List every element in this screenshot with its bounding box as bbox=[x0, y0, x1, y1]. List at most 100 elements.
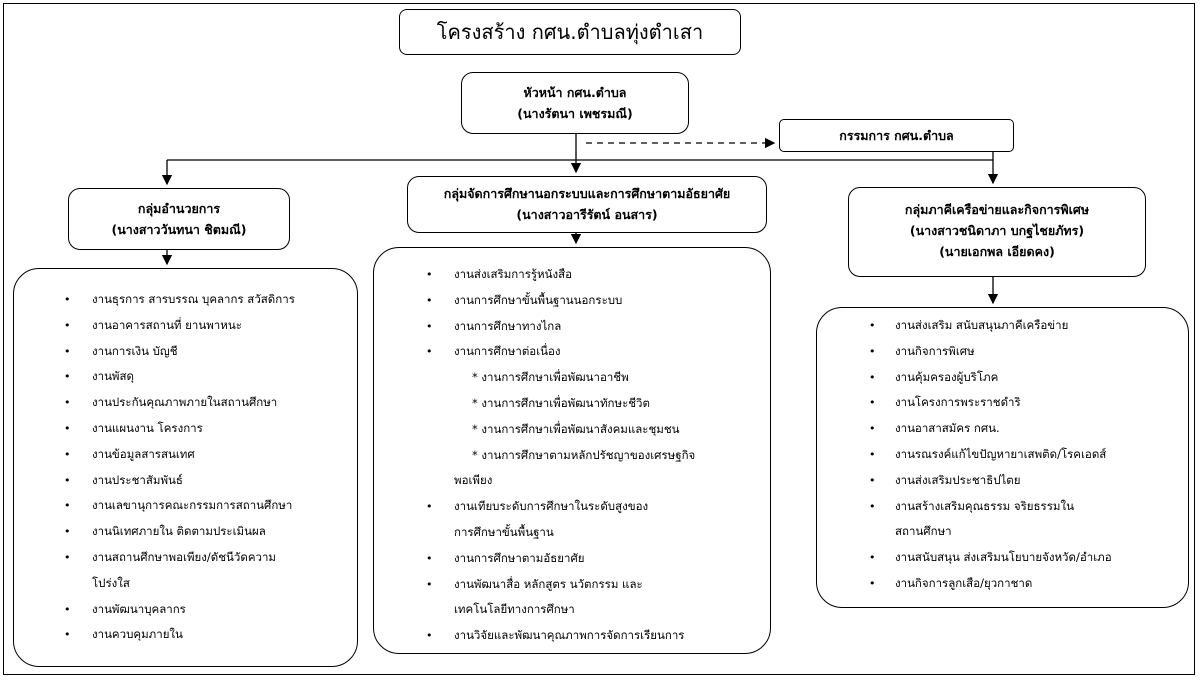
bullet-icon: • bbox=[869, 370, 876, 384]
bullet-icon: • bbox=[64, 550, 71, 564]
head-person: (นางรัตนา เพชรมณี) bbox=[517, 106, 633, 121]
subtask-item: * งานการศึกษาเพื่อพัฒนาทักษะชีวิต bbox=[472, 395, 650, 410]
bullet-icon: • bbox=[869, 447, 876, 461]
list-item-text: งานเลขานุการคณะกรรมการสถานศึกษา bbox=[92, 498, 293, 513]
admin-task-list-box: •งานธุรการ สารบรรณ บุคลากร สวัสดิการ•งาน… bbox=[13, 268, 358, 667]
subtask-item-continued: พอเพียง bbox=[454, 473, 493, 488]
list-item-text: งานข้อมูลสารสนเทศ bbox=[92, 446, 195, 461]
group-network-box: กลุ่มภาคีเครือข่ายและกิจการพิเศษ (นางสาว… bbox=[848, 187, 1146, 277]
list-item: • งานส่งเสริม สนับสนุนภาคีเครือข่าย bbox=[827, 313, 1178, 339]
list-item: • งานรณรงค์แก้ไขปัญหายาเสพติด/โรคเอดส์ bbox=[827, 442, 1178, 468]
bullet-icon: • bbox=[64, 396, 71, 410]
bullet-icon: • bbox=[869, 473, 876, 487]
list-item: •งานนิเทศภายใน ติดตามประเมินผล bbox=[22, 519, 347, 545]
list-item-text: งานนิเทศภายใน ติดตามประเมินผล bbox=[92, 524, 266, 539]
group-network-person: (นางสาวชนิดาภา บกฐไชยภัทร) bbox=[909, 223, 1085, 238]
list-item-text: งานโครงการพระราชดำริ bbox=[895, 395, 1021, 410]
diagram-frame bbox=[3, 3, 1195, 675]
bullet-icon: • bbox=[64, 499, 71, 513]
bullet-icon: • bbox=[64, 473, 71, 487]
list-item: • งานส่งเสริมการรู้หนังสือ bbox=[384, 262, 760, 288]
list-item-text-continued: เทคโนโลยีทางการศึกษา bbox=[454, 602, 575, 617]
bullet-icon: • bbox=[64, 628, 71, 642]
list-item: •งานพัสดุ bbox=[22, 364, 347, 390]
list-item: • งานโครงการพระราชดำริ bbox=[827, 390, 1178, 416]
education-task-list: • งานส่งเสริมการรู้หนังสือ •งานการศึกษาขั้… bbox=[384, 262, 760, 365]
list-item-text: งานกิจการพิเศษ bbox=[895, 343, 975, 358]
bullet-icon: • bbox=[869, 422, 876, 436]
list-item-text: งานพัสดุ bbox=[92, 369, 135, 384]
bullet-icon: • bbox=[426, 551, 433, 565]
subtask-item: * งานการศึกษาเพื่อพัฒนาสังคมและชุมชน bbox=[472, 421, 680, 436]
list-item-text: งานประกันคุณภาพภายในสถานศึกษา bbox=[92, 395, 278, 410]
list-item-text: งานอาคารสถานที่ ยานพาหนะ bbox=[92, 317, 242, 332]
list-item-text: งานสร้างเสริมคุณธรรม จริยธรรมใน bbox=[895, 498, 1074, 513]
network-task-list: • งานส่งเสริม สนับสนุนภาคีเครือข่าย • งานกิ… bbox=[827, 313, 1178, 597]
list-item: •งานการศึกษาต่อเนื่อง bbox=[384, 339, 760, 365]
list-item: • งานกิจการลูกเสือ/ยุวกาชาด bbox=[827, 571, 1178, 597]
list-item-text: งานอาสาสมัคร กศน. bbox=[895, 421, 1000, 436]
list-item-text: งานรณรงค์แก้ไขปัญหายาเสพติด/โรคเอดส์ bbox=[895, 446, 1107, 461]
bullet-icon: • bbox=[869, 344, 876, 358]
bullet-icon: • bbox=[64, 318, 71, 332]
committee-title: กรรมการ กศน.ตำบล bbox=[839, 127, 954, 143]
bullet-icon: • bbox=[64, 293, 71, 306]
education-task-list-continued: •งานเทียบระดับการศึกษาในระดับสูงของการศึ… bbox=[384, 494, 760, 649]
list-item: • งานกิจการพิเศษ bbox=[827, 339, 1178, 365]
list-item-text: งานพัฒนาสื่อ หลักสูตร นวัตกรรม และ bbox=[454, 576, 643, 591]
list-item: •งานการเงิน บัญชี bbox=[22, 339, 347, 365]
list-item-text: งานกิจการลูกเสือ/ยุวกาชาด bbox=[895, 575, 1033, 590]
list-item-text: งานประชาสัมพันธ์ bbox=[92, 472, 183, 487]
group-network-title: กลุ่มภาคีเครือข่ายและกิจการพิเศษ bbox=[904, 202, 1090, 217]
list-item: •งานการศึกษาขั้นพื้นฐานนอกระบบ bbox=[384, 288, 760, 314]
group-admin-box: กลุ่มอำนวยการ (นางสาววันทนา ชิตมณี) bbox=[68, 188, 290, 250]
bullet-icon: • bbox=[869, 551, 876, 565]
list-item-text: งานแผนงาน โครงการ bbox=[92, 420, 203, 435]
list-item: • งานการศึกษาทางไกล bbox=[384, 314, 760, 340]
bullet-icon: • bbox=[869, 319, 876, 332]
chart-title: โครงสร้าง กศน.ตำบลทุ่งตำเสา bbox=[436, 20, 704, 44]
subtask-item: * งานการศึกษาเพื่อพัฒนาอาชีพ bbox=[472, 370, 629, 385]
list-item-text: งานส่งเสริม สนับสนุนภาคีเครือข่าย bbox=[895, 318, 1069, 332]
bullet-icon: • bbox=[426, 293, 433, 307]
bullet-icon: • bbox=[64, 602, 71, 616]
list-item-text: งานควบคุมภายใน bbox=[92, 627, 183, 642]
bullet-icon: • bbox=[426, 319, 433, 333]
list-item-text-continued: การศึกษาขั้นพื้นฐาน bbox=[454, 524, 554, 539]
bullet-icon: • bbox=[64, 447, 71, 461]
list-item: •งานเทียบระดับการศึกษาในระดับสูงของการศึ… bbox=[384, 494, 760, 546]
list-item: • งานประกันคุณภาพภายในสถานศึกษา bbox=[22, 390, 347, 416]
bullet-icon: • bbox=[426, 345, 433, 359]
education-subtask-list: * งานการศึกษาเพื่อพัฒนาอาชีพ * งานการศึกษ… bbox=[384, 365, 760, 494]
bullet-icon: • bbox=[869, 576, 876, 590]
list-item-text: งานส่งเสริมการรู้หนังสือ bbox=[454, 267, 573, 281]
list-item-text: งานสนับสนุน ส่งเสริมนโยบายจังหวัด/อำเภอ bbox=[895, 550, 1112, 565]
list-item: •งานพัฒนาบุคลากร bbox=[22, 597, 347, 623]
head-title: หัวหน้า กศน.ตำบล bbox=[523, 85, 627, 100]
group-network-person2: (นายเอกพล เอียดคง) bbox=[939, 244, 1055, 259]
list-item-text: งานส่งเสริมประชาธิปไตย bbox=[895, 472, 1021, 487]
list-item-text-continued: โปร่งใส bbox=[92, 575, 130, 590]
list-item-text: งานการศึกษาทางไกล bbox=[454, 318, 562, 333]
list-item-text: งานการเงิน บัญชี bbox=[92, 343, 178, 358]
list-item: •งานสถานศึกษาพอเพียง/ดัชนีวัดความโปร่งใส bbox=[22, 545, 347, 597]
bullet-icon: • bbox=[869, 396, 876, 410]
bullet-icon: • bbox=[426, 577, 433, 591]
list-item: • งานอาคารสถานที่ ยานพาหนะ bbox=[22, 313, 347, 339]
bullet-icon: • bbox=[426, 629, 433, 643]
bullet-icon: • bbox=[426, 268, 433, 281]
list-item: •งานคุ้มครองผู้บริโภค bbox=[827, 365, 1178, 391]
list-item: • งานสนับสนุน ส่งเสริมนโยบายจังหวัด/อำเภอ bbox=[827, 545, 1178, 571]
list-item: • งานธุรการ สารบรรณ บุคลากร สวัสดิการ bbox=[22, 287, 347, 313]
list-item: • งานประชาสัมพันธ์ bbox=[22, 468, 347, 494]
network-task-list-box: • งานส่งเสริม สนับสนุนภาคีเครือข่าย • งานกิ… bbox=[816, 307, 1189, 608]
list-item: • งานเลขานุการคณะกรรมการสถานศึกษา bbox=[22, 493, 347, 519]
admin-task-list: •งานธุรการ สารบรรณ บุคลากร สวัสดิการ•งาน… bbox=[22, 287, 347, 648]
list-item-text: งานธุรการ สารบรรณ บุคลากร สวัสดิการ bbox=[92, 292, 295, 306]
group-admin-person: (นางสาววันทนา ชิตมณี) bbox=[111, 222, 247, 237]
list-item: •งานวิจัยและพัฒนาคุณภาพการจัดการเรียนการ bbox=[384, 623, 760, 649]
list-item: • งานอาสาสมัคร กศน. bbox=[827, 416, 1178, 442]
group-education-person: (นางสาวอารีรัตน์ อนสาร) bbox=[516, 207, 658, 222]
list-item: •งานการศึกษาตามอัธยาศัย bbox=[384, 546, 760, 572]
